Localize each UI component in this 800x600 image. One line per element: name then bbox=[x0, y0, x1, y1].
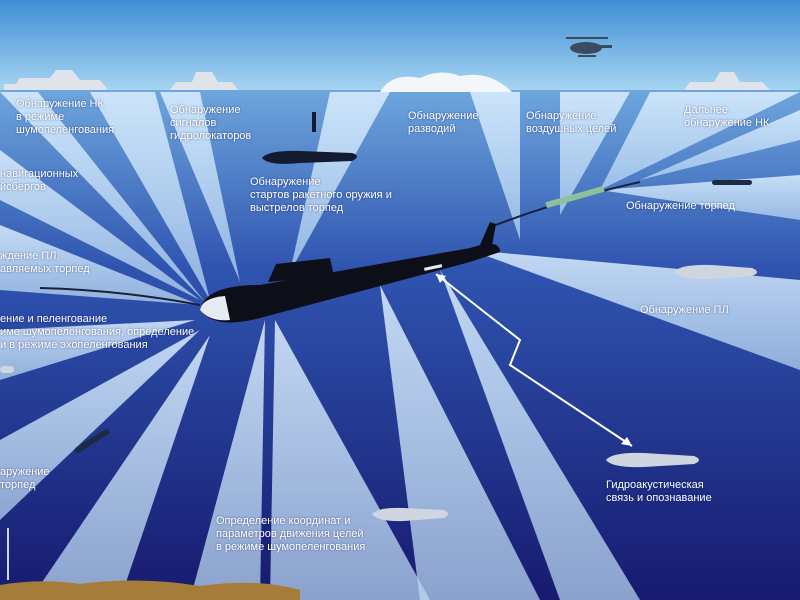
ship-icon bbox=[4, 70, 108, 90]
arrow-head-icon bbox=[621, 437, 632, 446]
ship-icon bbox=[170, 72, 238, 90]
beam-surface-ship-left bbox=[0, 92, 205, 302]
beam-left-mid bbox=[0, 225, 200, 305]
torpedo-icon bbox=[74, 428, 110, 454]
beam-sonar-signals bbox=[160, 92, 240, 282]
beam-left-torpedo bbox=[0, 330, 200, 520]
beam-upper-right bbox=[640, 110, 800, 180]
seabed bbox=[0, 580, 300, 600]
label-long-range-surface: Дальнее обнаружение НК bbox=[684, 104, 770, 129]
beam-submarine-detection bbox=[470, 250, 800, 370]
ice-floe-icon bbox=[380, 72, 512, 92]
beam-left-low bbox=[0, 320, 195, 380]
left-cable bbox=[39, 287, 201, 306]
beam-down-mid bbox=[270, 320, 430, 600]
beam-down-left bbox=[190, 320, 265, 600]
ship-icon bbox=[684, 72, 770, 90]
submarine-icon bbox=[674, 264, 757, 280]
main-submarine-icon bbox=[200, 222, 500, 323]
label-ice-leads: Обнаружение разводий bbox=[408, 110, 479, 135]
submarine-icon bbox=[606, 452, 699, 468]
beam-down-right bbox=[380, 285, 540, 600]
beam-air-targets bbox=[470, 92, 520, 240]
beam-down-far bbox=[440, 270, 640, 600]
label-air-targets: Обнаружение воздушных целей bbox=[526, 110, 617, 135]
beam-torpedo-detection bbox=[600, 175, 800, 220]
label-submarine-guided-torpedoes: ждение ПЛ, авляемых торпед bbox=[0, 250, 90, 275]
label-torpedo-detection: Обнаружение торпед bbox=[626, 200, 735, 212]
sonar-beams bbox=[0, 92, 800, 600]
beam-ice-leads bbox=[290, 92, 390, 272]
beam-surface-ship-mid bbox=[90, 92, 210, 300]
beam-left-bottom bbox=[30, 335, 210, 600]
label-sonar-signals: Обнаружение сигналов гидролокаторов bbox=[170, 104, 252, 142]
label-navigation-hazards: навигационных йсбергов bbox=[0, 168, 79, 193]
label-missile-launch: Обнаружение стартов ракетного оружия и в… bbox=[250, 176, 392, 214]
beam-long-range-surface bbox=[600, 92, 800, 190]
towed-array bbox=[545, 185, 605, 209]
surface-ships bbox=[4, 70, 770, 90]
submarine-icon bbox=[262, 150, 357, 164]
label-direction-finding: ение и пеленгование име шумопеленгования… bbox=[0, 313, 195, 351]
hydroacoustic-link bbox=[435, 273, 633, 447]
arrow-head-icon bbox=[436, 274, 446, 283]
missile-icon bbox=[312, 112, 316, 132]
label-coordinates: Определение координат и параметров движе… bbox=[216, 515, 366, 553]
torpedo-icon bbox=[712, 180, 752, 185]
targets bbox=[0, 112, 757, 522]
torpedo-icon bbox=[0, 366, 14, 373]
label-hydroacoustic-comm: Гидроакустическая связь и опознавание bbox=[606, 479, 712, 504]
submarine-icon bbox=[372, 507, 448, 522]
sky bbox=[0, 0, 800, 92]
label-torpedo-left: аружение торпед bbox=[0, 466, 50, 491]
beam-air-targets-2 bbox=[560, 92, 630, 215]
beam-navigation-left bbox=[0, 150, 200, 300]
label-surface-ships-passive: Обнаружение НК в режиме шумопеленгования bbox=[16, 98, 115, 136]
label-submarine-detection: Обнаружение ПЛ bbox=[640, 304, 729, 316]
helicopter-icon bbox=[566, 37, 612, 57]
